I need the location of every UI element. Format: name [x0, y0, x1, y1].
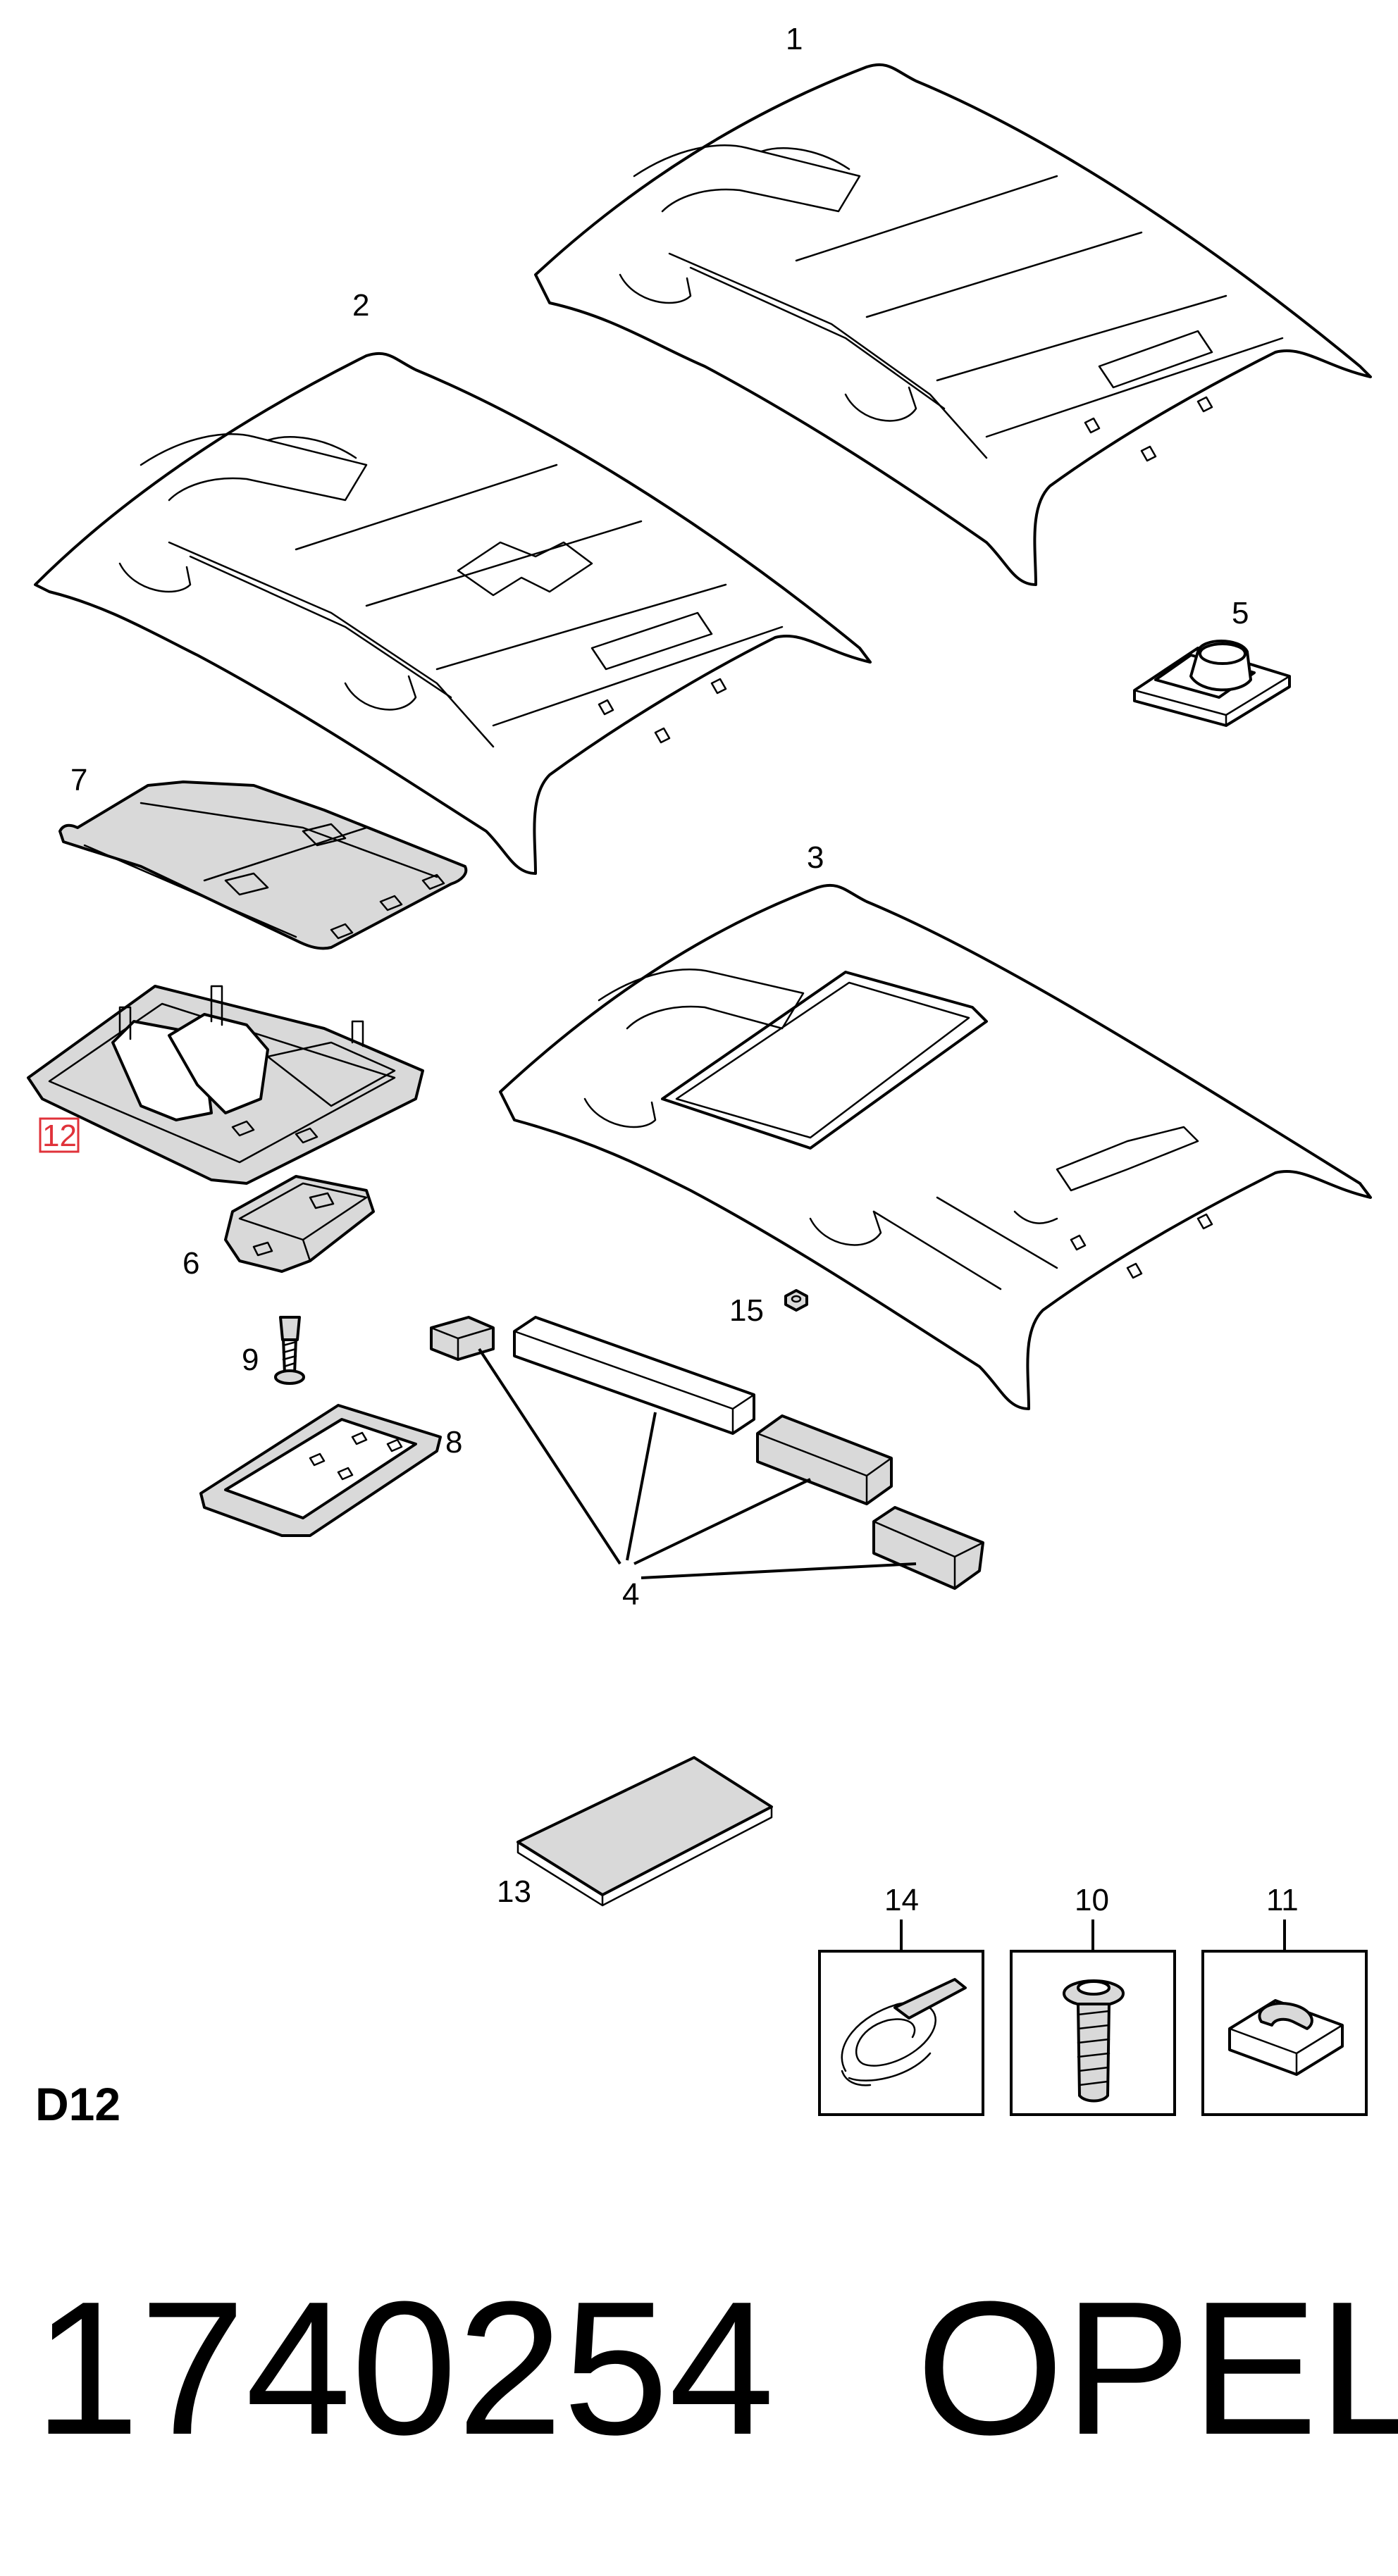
callout-13: 13 [497, 1874, 531, 1909]
callout-4: 4 [622, 1577, 639, 1612]
leader-lines-4 [478, 1348, 917, 1579]
brand-name: OPEL [916, 2263, 1398, 2475]
callout-5: 5 [1232, 596, 1249, 630]
box-leaders [900, 1919, 1286, 1953]
foam-pad-part-4[interactable] [430, 1316, 984, 1590]
section-code: D12 [35, 2078, 120, 2130]
callout-6: 6 [183, 1246, 199, 1281]
callout-12[interactable]: 12 [42, 1119, 77, 1153]
callout-12-highlight-box [39, 1117, 80, 1153]
part-number: 1740254 [34, 2263, 774, 2475]
box-part-14[interactable] [818, 1950, 984, 2116]
callout-1: 1 [786, 22, 803, 56]
callout-14: 14 [884, 1883, 919, 1917]
lamp-part-6[interactable] [224, 1175, 375, 1273]
callout-7: 7 [70, 763, 87, 797]
screw-part-9[interactable] [274, 1316, 305, 1385]
callout-11: 11 [1266, 1883, 1299, 1917]
callout-15: 15 [729, 1293, 764, 1328]
headliner-part-3[interactable] [499, 883, 1372, 1410]
box-part-11[interactable] [1201, 1950, 1368, 2116]
tray-part-8[interactable] [199, 1404, 442, 1537]
callout-3: 3 [807, 840, 824, 875]
callout-9: 9 [242, 1343, 259, 1377]
clip-part-5[interactable] [1133, 640, 1291, 727]
panel-part-7[interactable] [58, 780, 468, 950]
box-part-10[interactable] [1010, 1950, 1176, 2116]
console-part-12[interactable] [27, 985, 424, 1185]
headliner-part-2[interactable] [34, 351, 872, 875]
nut-part-15[interactable] [784, 1289, 808, 1312]
callout-10: 10 [1075, 1883, 1109, 1917]
callout-8: 8 [445, 1425, 462, 1460]
callout-2: 2 [352, 288, 369, 323]
headliner-part-1[interactable] [534, 63, 1372, 586]
pad-part-13[interactable] [516, 1756, 773, 1907]
